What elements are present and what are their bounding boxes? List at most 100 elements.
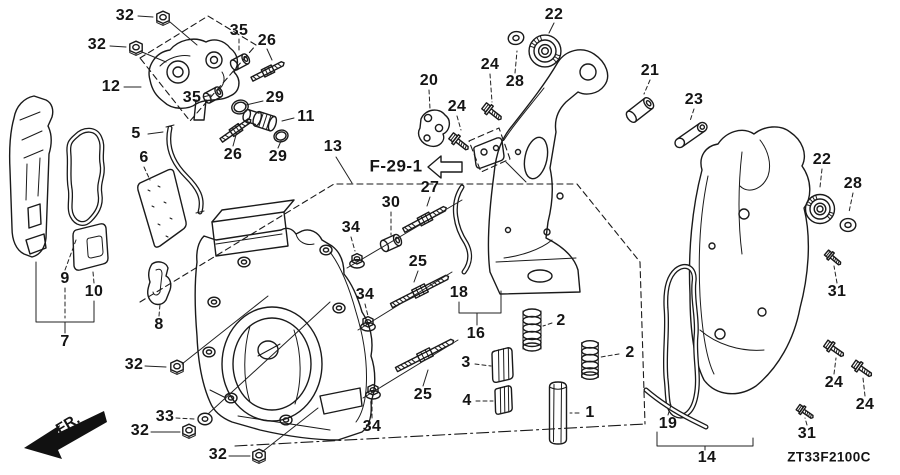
part-label-7: 7 [60, 333, 70, 350]
nut-32-b [129, 40, 143, 57]
part-label-26: 26 [223, 146, 243, 163]
part-label-5: 5 [131, 125, 141, 142]
bolt-25-b [393, 335, 457, 375]
ref-label-f-29-1: F-29-1 [369, 156, 423, 176]
right-cover-drawing [690, 127, 810, 394]
bolt-24-b [447, 130, 473, 154]
part-label-32: 32 [115, 7, 135, 24]
mount-3 [491, 346, 514, 384]
part-7-drawing [10, 96, 53, 257]
part-label-1: 1 [585, 404, 595, 421]
part-label-2: 2 [556, 312, 566, 329]
part-label-24: 24 [480, 56, 500, 73]
pin-23 [672, 119, 710, 151]
bolt-24-c [822, 338, 848, 361]
part-label-32: 32 [87, 36, 107, 53]
part-6-drawing [138, 169, 186, 247]
part-label-22: 22 [544, 6, 564, 23]
part-label-23: 23 [684, 91, 704, 108]
oring-29-a [229, 97, 251, 117]
part-20-drawing [419, 110, 450, 146]
part-label-14: 14 [697, 449, 717, 466]
part-label-26: 26 [257, 32, 277, 49]
spring-2-a [522, 308, 542, 352]
mount-bracket-drawing [488, 50, 607, 294]
part-label-34: 34 [355, 286, 375, 303]
part-label-10: 10 [84, 283, 104, 300]
part-label-33: 33 [155, 408, 175, 425]
pin-21 [623, 95, 657, 125]
part-label-29: 29 [265, 89, 285, 106]
bolt-26-a [249, 58, 287, 84]
spring-2-b [581, 340, 599, 380]
part-label-6: 6 [139, 149, 149, 166]
part-label-9: 9 [60, 270, 70, 287]
bolt-31-a [822, 248, 844, 269]
diagram-code: ZT33F2100C [787, 449, 871, 465]
part-label-28: 28 [505, 73, 525, 90]
bearing-22-a [528, 34, 562, 68]
part-label-8: 8 [154, 316, 164, 333]
part-label-31: 31 [827, 283, 847, 300]
mount-4 [494, 385, 513, 415]
part-18-tube-drawing [455, 187, 469, 272]
part-label-22: 22 [812, 151, 832, 168]
bearing-22-b [804, 193, 836, 225]
part-19-gasket-drawing [646, 266, 706, 427]
part-9-gasket-drawing [69, 130, 103, 223]
nut-32-c [170, 359, 184, 376]
part-label-13: 13 [323, 138, 343, 155]
part-label-24: 24 [447, 98, 467, 115]
part-label-18: 18 [449, 284, 469, 301]
part-8-drawing [148, 262, 171, 305]
nut-34-a [349, 252, 365, 269]
part-label-21: 21 [640, 62, 660, 79]
part-label-29: 29 [268, 148, 288, 165]
ref-arrow-icon [428, 156, 462, 178]
part-label-32: 32 [124, 356, 144, 373]
part-label-11: 11 [297, 108, 315, 125]
bolt-27 [401, 203, 449, 235]
bolt-24-d [850, 358, 876, 381]
part-label-30: 30 [381, 194, 401, 211]
part-label-25: 25 [413, 386, 433, 403]
part-label-19: 19 [658, 415, 678, 432]
part-12-assembly-drawing [140, 16, 256, 121]
part-label-35: 35 [182, 89, 202, 106]
nut-32-a [156, 10, 170, 27]
bolt-31-b [794, 402, 817, 422]
bushing-35-a [228, 51, 252, 73]
collar-1 [548, 381, 568, 445]
part-label-34: 34 [341, 219, 361, 236]
direction-arrow-icon [24, 411, 107, 459]
part-label-25: 25 [408, 253, 428, 270]
part-label-4: 4 [462, 392, 472, 409]
part-label-3: 3 [461, 354, 471, 371]
part-label-27: 27 [420, 179, 440, 196]
washer-28-a [506, 29, 526, 47]
part-label-24: 24 [824, 374, 844, 391]
part-5-drawing [166, 125, 204, 213]
part-label-32: 32 [130, 422, 150, 439]
part-label-34: 34 [362, 418, 382, 435]
part-label-35: 35 [229, 22, 249, 39]
bracket-lines [36, 262, 753, 450]
part-label-2: 2 [625, 344, 635, 361]
part-label-32: 32 [208, 446, 228, 463]
ref-target-box [469, 128, 526, 182]
part-label-16: 16 [466, 325, 486, 342]
part-label-24: 24 [855, 396, 875, 413]
bolt-24-a [480, 100, 506, 124]
part-13-cover-drawing [140, 184, 645, 446]
nut-32-d [182, 423, 196, 440]
part-11-drawing [241, 107, 278, 132]
part-label-20: 20 [419, 72, 439, 89]
part-label-12: 12 [101, 78, 121, 95]
part-label-31: 31 [797, 425, 817, 442]
leader-lines [65, 16, 865, 456]
part-10-drawing [73, 224, 108, 270]
washer-33 [197, 412, 213, 426]
part-label-28: 28 [843, 175, 863, 192]
